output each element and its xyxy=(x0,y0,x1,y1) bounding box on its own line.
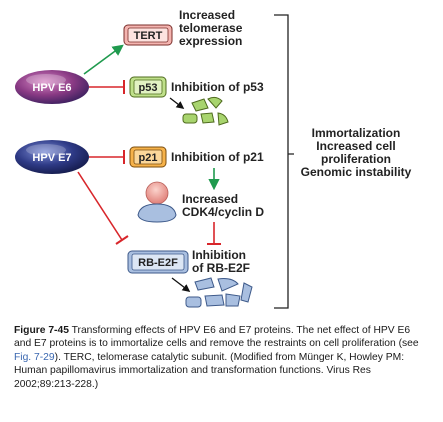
tert-effect-line-3: expression xyxy=(179,34,243,48)
p53-effect-label: Inhibition of p53 xyxy=(171,80,264,94)
p21-label: p21 xyxy=(139,152,158,164)
caption-text-2: ). TERC, telomerase catalytic subunit. (… xyxy=(14,351,405,390)
tert-effect-line-1: Increased xyxy=(179,8,236,22)
tert-label: TERT xyxy=(134,30,163,42)
outcomes-list: Immortalization Increased cell prolifera… xyxy=(296,127,416,179)
tert-node: TERT xyxy=(123,24,173,46)
rb-e2f-label: RB-E2F xyxy=(138,257,178,269)
p53-degradation-arrow xyxy=(169,97,185,109)
cdk-inhibits-rb xyxy=(207,222,221,245)
e7-inhibits-rb xyxy=(77,171,129,245)
figure-reference-link[interactable]: Fig. 7-29 xyxy=(14,351,55,363)
hpv-e7-node: HPV E7 xyxy=(15,140,89,174)
cdk4-cyclin-d-icon xyxy=(137,181,177,223)
rb-degradation-arrow xyxy=(171,277,191,292)
rb-e2f-node: RB-E2F xyxy=(127,250,189,274)
p21-node: p21 xyxy=(129,146,167,168)
tert-effect-label: Increased telomerase expression xyxy=(179,9,242,48)
outcome-proliferation-line-1: Increased cell xyxy=(316,139,396,153)
p53-label: p53 xyxy=(139,82,158,94)
hpv-e7-label: HPV E7 xyxy=(32,152,71,164)
hpv-diagram: HPV E6 HPV E7 TERT p53 xyxy=(15,14,294,309)
cdk-effect-label: Increased CDK4/cyclin D xyxy=(182,193,264,219)
tert-effect-line-2: telomerase xyxy=(179,21,243,35)
e6-to-tert-arrow xyxy=(83,44,124,75)
outcome-bracket xyxy=(274,14,294,309)
hpv-e6-label: HPV E6 xyxy=(32,82,71,94)
figure-caption: Figure 7-45 Transforming effects of HPV … xyxy=(14,324,429,391)
caption-text-1: Transforming effects of HPV E6 and E7 pr… xyxy=(14,325,419,350)
outcome-proliferation-line-2: proliferation xyxy=(320,152,391,166)
e7-inhibits-p21 xyxy=(89,150,125,164)
rb-effect-line-1: Inhibition xyxy=(192,248,246,262)
outcome-immortalization: Immortalization xyxy=(311,126,401,140)
p53-fragments xyxy=(182,96,229,126)
rb-fragments xyxy=(185,277,253,308)
cdk-effect-line-1: Increased xyxy=(182,192,239,206)
p53-node: p53 xyxy=(129,76,167,98)
figure-number: Figure 7-45 xyxy=(14,325,69,336)
cdk-effect-line-2: CDK4/cyclin D xyxy=(182,205,265,219)
outcome-genomic-instability: Genomic instability xyxy=(300,165,412,179)
e6-inhibits-p53 xyxy=(89,80,125,94)
p21-effect-label: Inhibition of p21 xyxy=(171,150,264,164)
rb-effect-line-2: of RB-E2F xyxy=(192,261,250,275)
hpv-e6-node: HPV E6 xyxy=(15,70,89,104)
rb-effect-label: Inhibition of RB-E2F xyxy=(192,249,250,275)
